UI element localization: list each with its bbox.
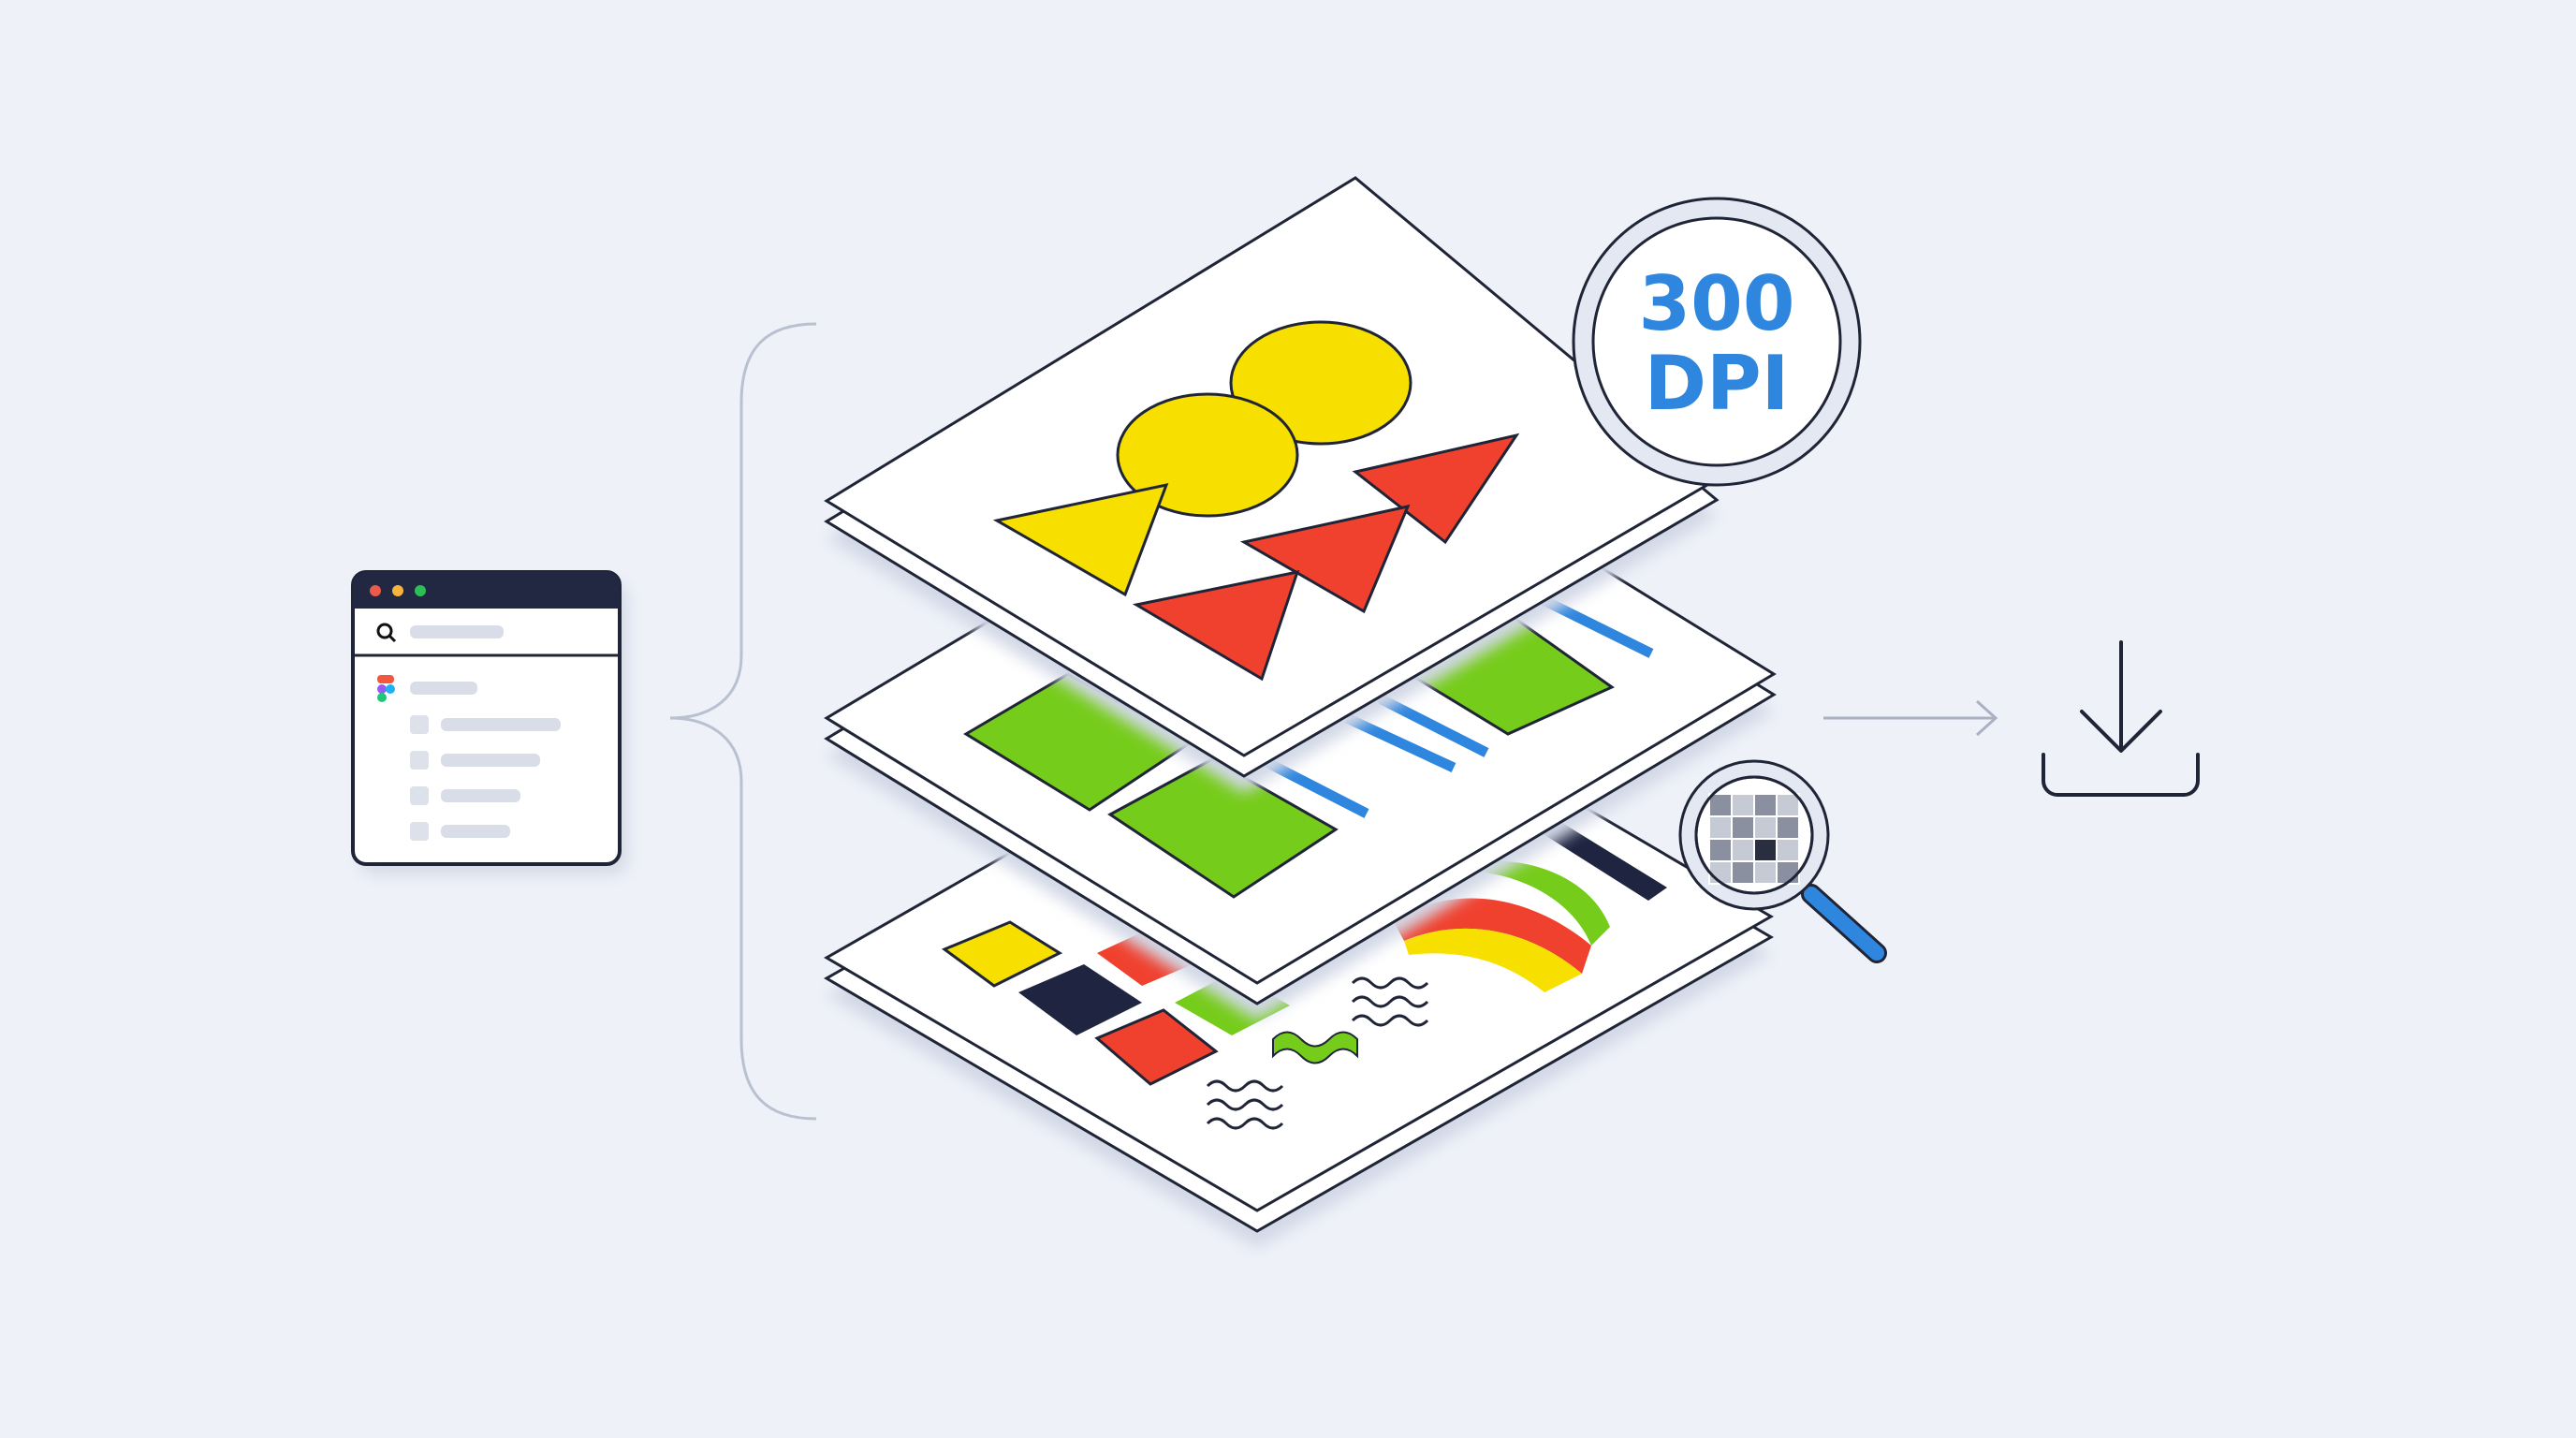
list-item[interactable] [441, 718, 561, 731]
maximize-dot[interactable] [415, 585, 426, 596]
layer-list [410, 715, 561, 841]
bracket [669, 322, 817, 1121]
list-item[interactable] [441, 754, 540, 767]
list-item[interactable] [441, 825, 510, 838]
download-icon[interactable] [2042, 640, 2200, 797]
dpi-badge: 300 DPI [1572, 197, 1862, 487]
arrow-right-icon [1823, 699, 1998, 737]
app-window [351, 570, 627, 874]
dpi-value: 300 [1639, 260, 1795, 347]
figma-logo-icon [377, 675, 395, 702]
search-icon [376, 623, 397, 643]
close-dot[interactable] [370, 585, 381, 596]
search-input[interactable] [410, 625, 504, 638]
window-titlebar [353, 572, 620, 609]
minimize-dot[interactable] [392, 585, 403, 596]
magnifier-icon [1678, 759, 1887, 963]
dpi-unit: DPI [1645, 340, 1790, 427]
file-name-placeholder [410, 682, 477, 695]
list-item[interactable] [441, 789, 520, 802]
